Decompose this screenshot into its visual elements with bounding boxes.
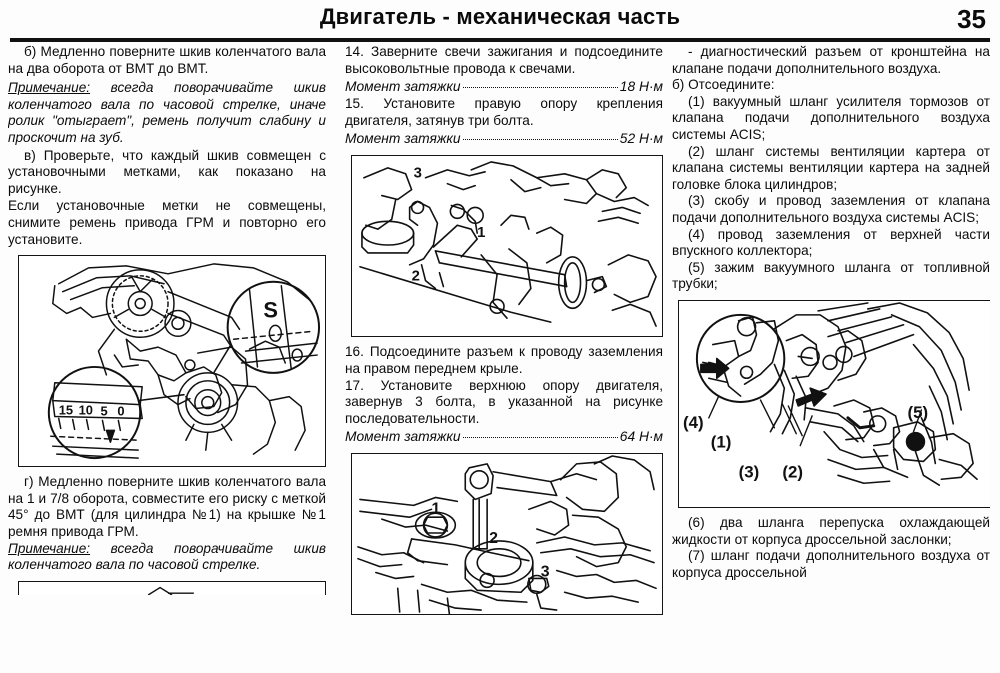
torque-spec-18: Момент затяжки 18 Н·м bbox=[345, 78, 663, 95]
partial-figure-bottom-left bbox=[18, 580, 326, 595]
figure-callout-S: S bbox=[263, 298, 278, 323]
torque-label-64: Момент затяжки bbox=[345, 429, 461, 445]
page-number: 35 bbox=[957, 4, 986, 34]
torque-leader-64 bbox=[462, 437, 618, 439]
note-text: всегда поворачивайте шкив коленчатого ва… bbox=[8, 80, 326, 145]
torque-spec-52: Момент затяжки 52 Н·м bbox=[345, 130, 663, 147]
figure-callout-1: 1 bbox=[477, 226, 485, 242]
torque-spec-64: Момент затяжки 64 Н·м bbox=[345, 428, 663, 445]
torque-label-52: Момент затяжки bbox=[345, 131, 461, 147]
torque-leader-18 bbox=[462, 87, 618, 89]
column-left: б) Медленно поверните шкив коленчатого в… bbox=[8, 44, 326, 673]
torque-leader-52 bbox=[462, 139, 618, 141]
figure-callout-1: 1 bbox=[431, 501, 440, 518]
figure-callout-2: (2) bbox=[782, 462, 803, 481]
item-1-vacuum-hose: (1) вакуумный шланг усилителя тормозов о… bbox=[672, 93, 990, 142]
intake-manifold-hoses-figure: (4) (1) (3) (2) (5) bbox=[678, 299, 990, 508]
figure-callout-1: (1) bbox=[711, 433, 732, 452]
paragraph-b: б) Медленно поверните шкив коленчатого в… bbox=[8, 44, 326, 76]
note-clockwise-2: Примечание: всегда поворачивайте шкив ко… bbox=[8, 541, 326, 574]
note-clockwise-1: Примечание: всегда поворачивайте шкив ко… bbox=[8, 80, 326, 146]
note-label-2: Примечание: bbox=[8, 540, 91, 556]
figure-callout-3: 3 bbox=[541, 564, 550, 581]
timing-belt-alignment-marks-figure: S 15 10 5 0 bbox=[18, 255, 326, 468]
figure-scale-0: 0 bbox=[117, 404, 124, 419]
figure-callout-2: 2 bbox=[412, 269, 420, 285]
timing-belt-drawing: S 15 10 5 0 bbox=[47, 263, 321, 460]
intake-manifold-drawing: (4) (1) (3) (2) (5) bbox=[683, 302, 978, 486]
note-text-2: всегда поворачивайте шкив коленчатого ва… bbox=[8, 540, 326, 573]
column-middle: 14. Заверните свечи зажигания и подсоеди… bbox=[345, 44, 663, 673]
item-2-crankcase-hose: (2) шланг системы вентиляции картера от … bbox=[672, 143, 990, 192]
item-3-ground-bracket: (3) скобу и провод заземления от клапана… bbox=[672, 193, 990, 225]
page-header: Двигатель - механическая часть 35 bbox=[0, 0, 1000, 42]
item-diagnostic-connector: - диагностический разъем от кронштейна н… bbox=[672, 44, 990, 76]
column-layout: б) Медленно поверните шкив коленчатого в… bbox=[0, 44, 1000, 673]
item-7-air-hose: (7) шланг подачи дополнительного воздуха… bbox=[672, 548, 990, 580]
step-15: 15. Установите правую опору крепления дв… bbox=[345, 96, 663, 128]
figure-scale-15: 15 bbox=[59, 403, 73, 418]
partial-figure-drawing bbox=[147, 586, 194, 595]
figure-callout-3: (3) bbox=[739, 462, 760, 481]
figure-callout-2: 2 bbox=[489, 530, 498, 547]
step-16: 16. Подсоедините разъем к проводу заземл… bbox=[345, 344, 663, 376]
paragraph-g: г) Медленно поверните шкив коленчатого в… bbox=[8, 474, 326, 539]
right-engine-mount-figure: 1 2 3 bbox=[351, 155, 663, 338]
right-engine-mount-drawing: 1 2 3 bbox=[359, 161, 657, 328]
figure-scale-5: 5 bbox=[100, 404, 107, 419]
torque-value-64: 64 Н·м bbox=[619, 429, 663, 445]
paragraph-b-disconnect: б) Отсоедините: bbox=[672, 77, 775, 93]
paragraph-marks-not-aligned: Если установочные метки не совмещены, сн… bbox=[8, 198, 326, 247]
torque-value-18: 18 Н·м bbox=[619, 79, 663, 95]
step-14: 14. Заверните свечи зажигания и подсоеди… bbox=[345, 44, 663, 76]
page-title: Двигатель - механическая часть bbox=[319, 4, 681, 29]
header-divider bbox=[10, 38, 990, 42]
torque-value-52: 52 Н·м bbox=[619, 131, 663, 147]
figure-callout-4: (4) bbox=[683, 413, 704, 432]
item-6-coolant-hoses: (6) два шланга перепуска охлаждающей жид… bbox=[672, 514, 990, 547]
torque-label-18: Момент затяжки bbox=[345, 79, 461, 95]
upper-engine-mount-bolt-sequence-figure: 1 2 3 bbox=[351, 453, 663, 616]
item-4-ground-wire: (4) провод заземления от верхней части в… bbox=[672, 226, 990, 259]
figure-scale-10: 10 bbox=[79, 403, 93, 418]
item-5-vacuum-clamp: (5) зажим вакуумного шланга от топливной… bbox=[672, 259, 990, 292]
note-label: Примечание: bbox=[8, 80, 91, 96]
figure-callout-3: 3 bbox=[414, 166, 422, 182]
figure-callout-5: (5) bbox=[908, 403, 929, 422]
step-17: 17. Установите верхнюю опору двигателя, … bbox=[345, 377, 663, 426]
column-right: - диагностический разъем от кронштейна н… bbox=[672, 44, 990, 673]
paragraph-v: в) Проверьте, что каждый шкив совмещен с… bbox=[8, 147, 326, 196]
upper-engine-mount-drawing: 1 2 3 bbox=[357, 455, 657, 615]
